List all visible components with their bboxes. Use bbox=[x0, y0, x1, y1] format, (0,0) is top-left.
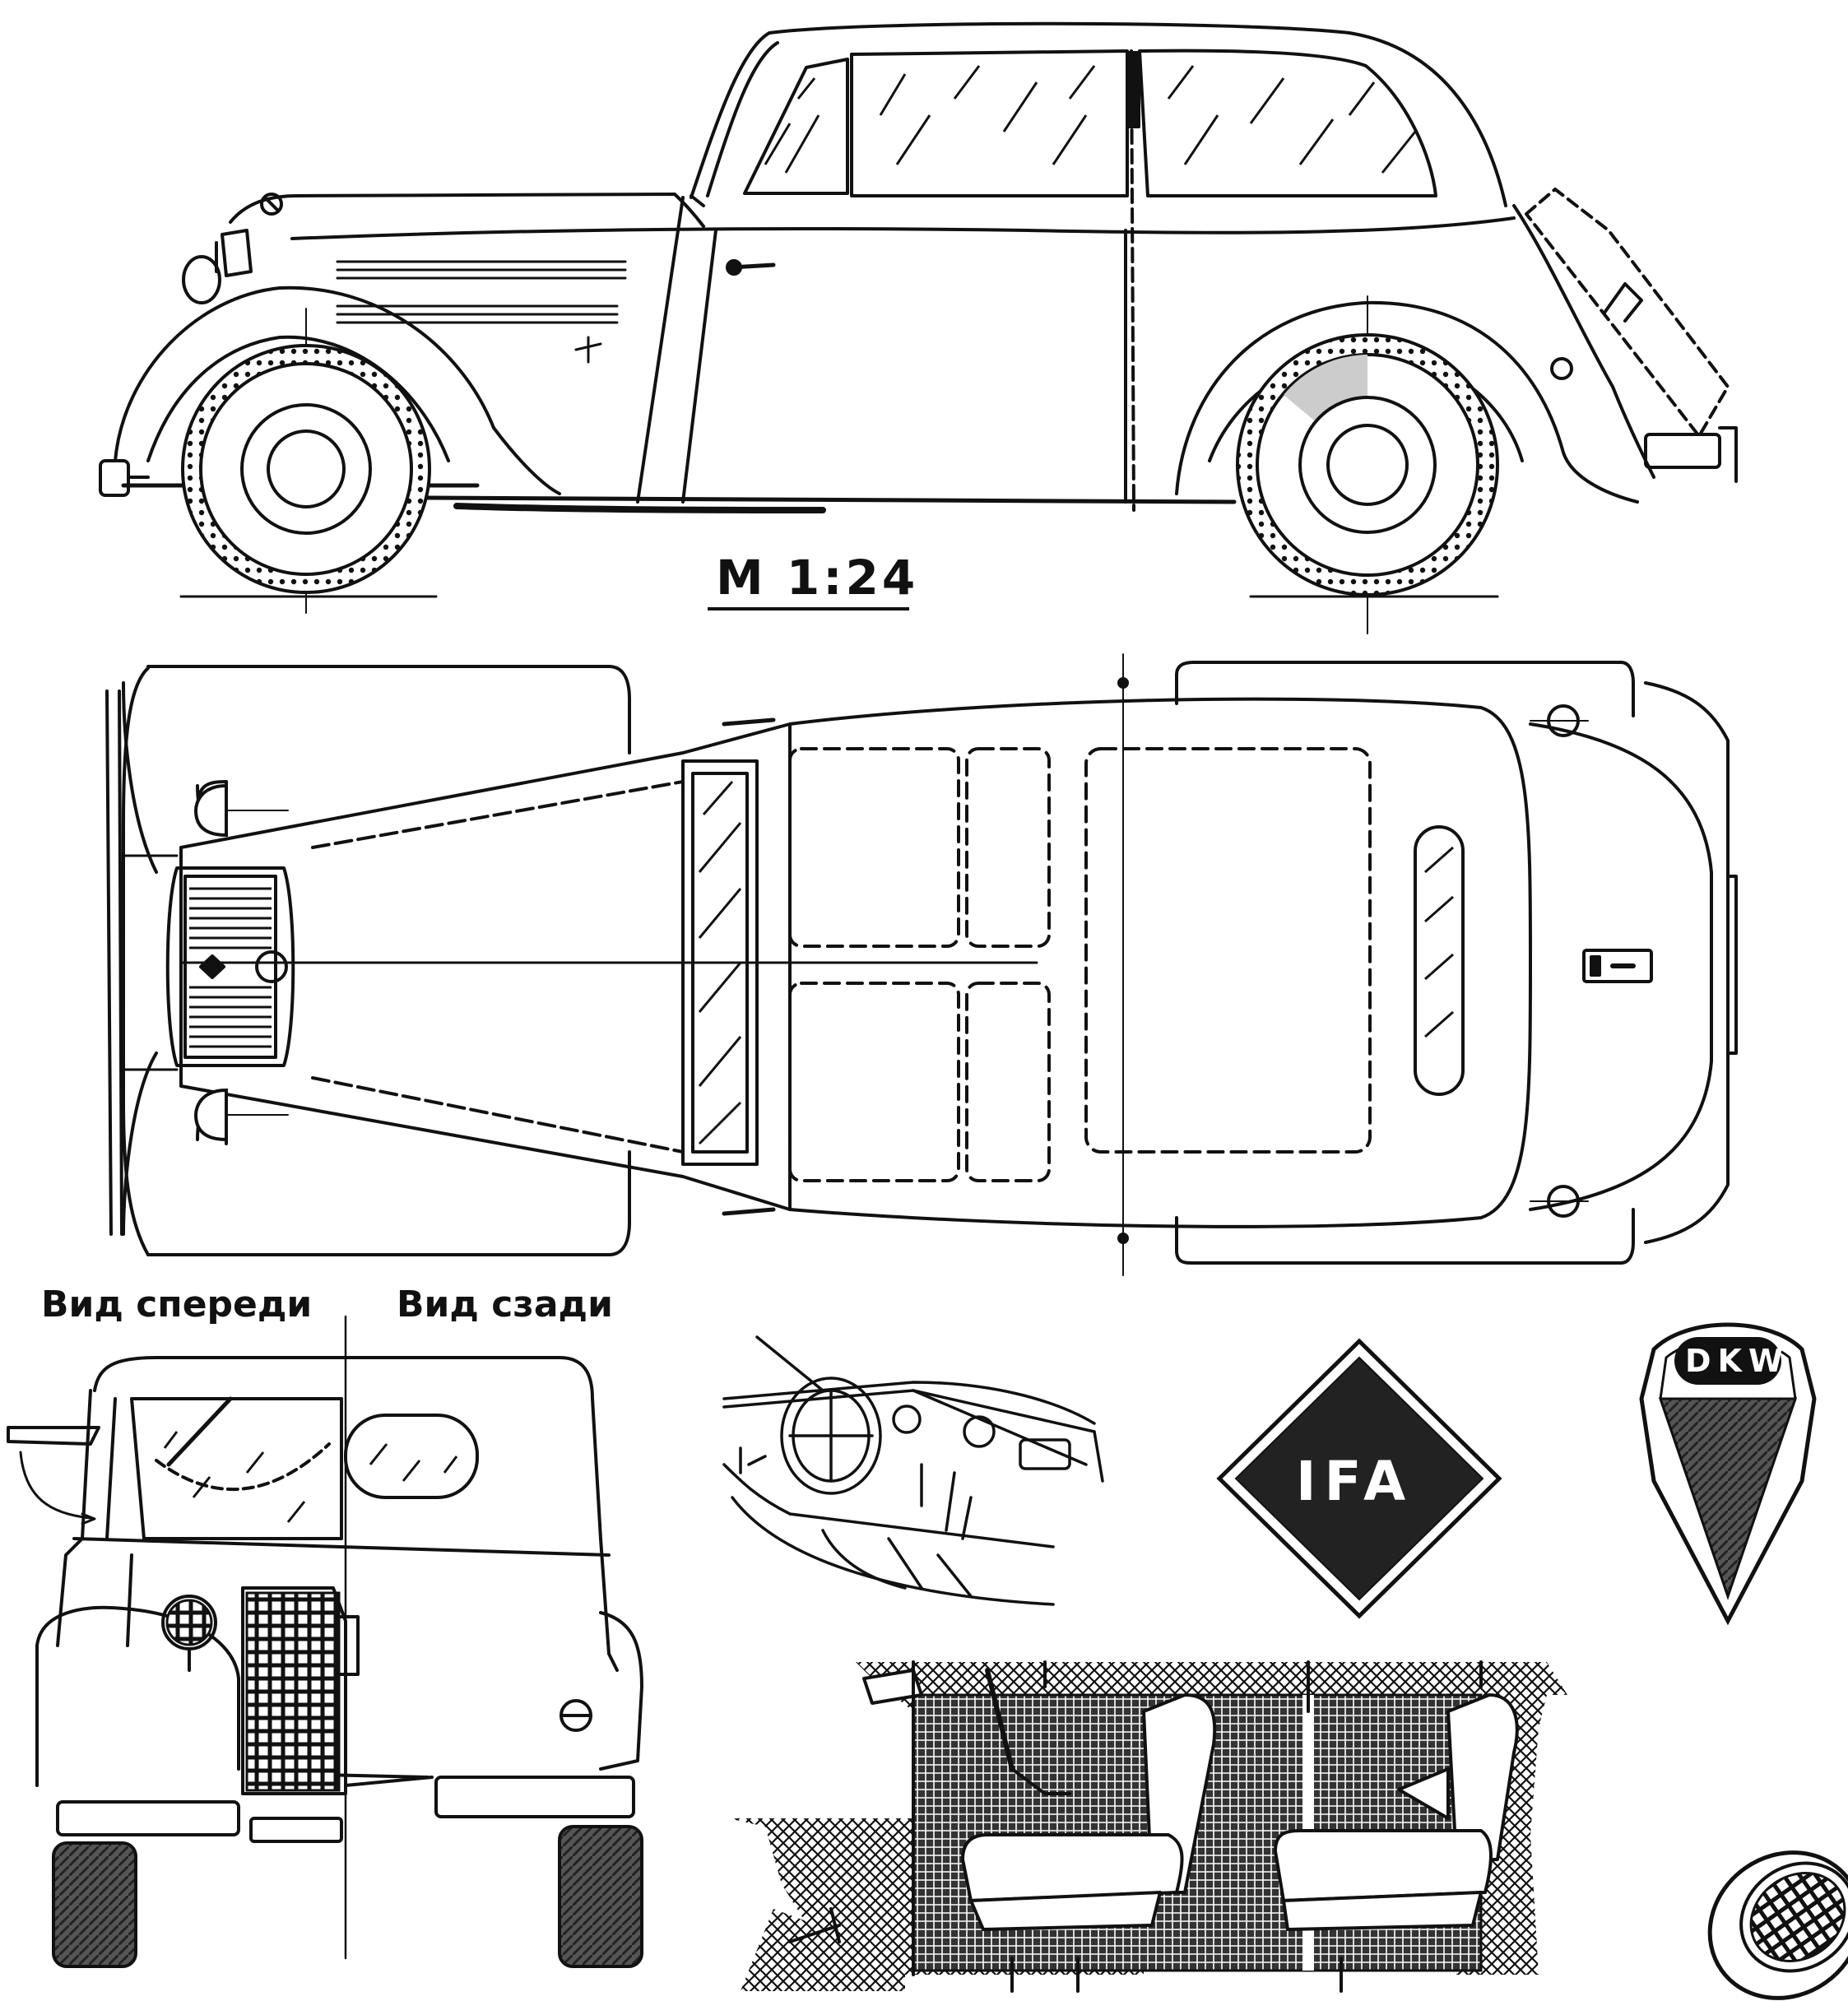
side-window-glare bbox=[764, 65, 1417, 174]
scale-label: М 1:24 bbox=[716, 550, 919, 606]
rear-window bbox=[344, 1414, 479, 1499]
interior-cutaway bbox=[728, 1660, 1567, 1993]
top-grille bbox=[165, 866, 295, 1067]
side-rear-fender bbox=[1175, 300, 1639, 504]
front-windshield bbox=[130, 1397, 343, 1540]
dkw-emblem bbox=[1639, 1322, 1817, 1626]
side-trunk bbox=[1512, 204, 1655, 479]
top-seat-outlines bbox=[788, 747, 1372, 1182]
scale-underline bbox=[708, 607, 909, 611]
dashboard-sketch bbox=[722, 1335, 1104, 1606]
top-front-fender-upper bbox=[122, 665, 631, 874]
side-front-wheel bbox=[181, 344, 431, 594]
top-hood bbox=[179, 722, 792, 1211]
top-roof bbox=[788, 697, 1532, 1228]
front-headlamp-lens bbox=[165, 1599, 213, 1646]
top-grille-louvers bbox=[189, 887, 272, 1048]
dkw-emblem-text: DKW bbox=[1685, 1343, 1790, 1379]
rear-view-caption: Вид сзади bbox=[397, 1284, 613, 1325]
top-rear-fender-upper bbox=[1175, 661, 1635, 717]
rear-seat-back bbox=[1446, 1693, 1519, 1861]
front-window-hatch bbox=[163, 1431, 458, 1523]
front-grille-mesh bbox=[245, 1591, 341, 1792]
top-windshield bbox=[681, 759, 759, 1166]
rear-seat-cushion bbox=[1274, 1829, 1493, 1902]
front-wheels bbox=[52, 1825, 643, 1968]
side-center-window bbox=[850, 49, 1129, 197]
ifa-emblem-text: IFA bbox=[1296, 1450, 1414, 1513]
side-front-window bbox=[743, 58, 849, 195]
tail-lamp-detail bbox=[1707, 1850, 1848, 2000]
driver-seat-cushion bbox=[961, 1833, 1184, 1902]
side-rear-window bbox=[1138, 49, 1437, 197]
ifa-emblem bbox=[1216, 1338, 1502, 1619]
front-bumper bbox=[56, 1800, 240, 1836]
rear-bumper bbox=[434, 1776, 635, 1818]
top-rear-window bbox=[1414, 825, 1465, 1096]
side-rear-wheel bbox=[1236, 333, 1499, 597]
top-headlamps bbox=[193, 783, 228, 1142]
top-view bbox=[105, 653, 1738, 1276]
top-glass-hatch bbox=[698, 781, 1454, 1145]
top-rear-bumper bbox=[1644, 681, 1730, 1244]
side-front-door bbox=[636, 196, 717, 504]
side-roof-outline bbox=[690, 21, 1507, 207]
front-view-caption: Вид спереди bbox=[41, 1284, 313, 1325]
top-rear-fender-lower bbox=[1175, 1208, 1635, 1265]
side-front-fender bbox=[114, 286, 561, 495]
side-hood bbox=[229, 193, 705, 228]
front-rear-view bbox=[7, 1315, 643, 1960]
